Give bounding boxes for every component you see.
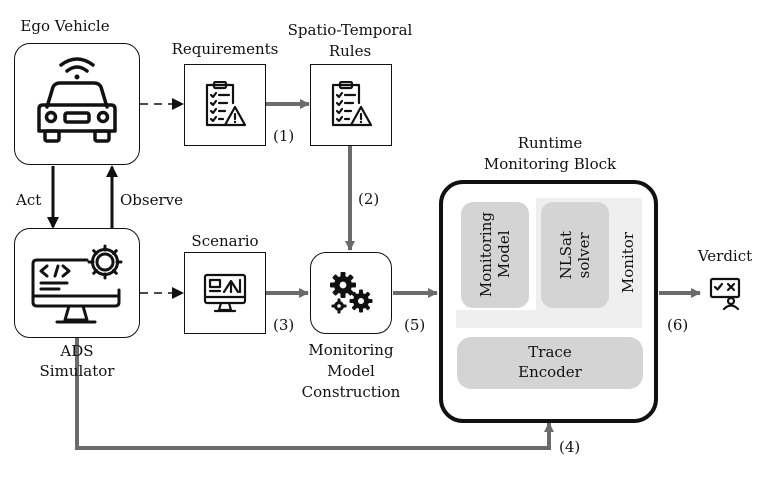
checklist-warning-icon [331,81,373,127]
step-2-label: (2) [358,190,380,208]
construction-label-3: Construction [301,383,401,401]
monitoring-model-box: Monitoring Model [461,202,529,308]
observe-label: Observe [120,191,183,209]
car-icon [37,57,117,143]
verdict-title: Verdict [697,247,753,265]
rules-title-1: Spatio-Temporal [287,21,413,39]
nlsat-solver-text: NLSat solver [557,231,593,279]
trace-encoder-line-2: Encoder [518,363,582,381]
construction-label-2: Model [327,362,375,380]
trace-encoder-line-1: Trace [528,343,572,361]
act-label: Act [16,191,42,209]
step-1-label: (1) [273,127,295,145]
monitoring-model-text: Monitoring Model [477,212,513,297]
nlsat-line-1: NLSat [557,230,575,280]
ads-simulator-label-2: Simulator [39,362,115,380]
nlsat-line-2: solver [575,231,593,279]
monitor-icon [203,273,247,313]
nlsat-solver-box: NLSat solver [541,202,609,308]
monitoring-model-line-2: Model [495,231,513,279]
rules-node [310,64,392,146]
step-6-label: (6) [667,316,689,334]
requirements-node [184,64,266,146]
runtime-title-2: Monitoring Block [483,155,617,173]
ads-simulator-label-1: ADS [60,342,94,360]
scenario-title: Scenario [191,232,259,250]
ego-vehicle-node [14,43,140,165]
monitor-label-wrap: Monitor [615,198,641,328]
scenario-node [184,252,266,334]
step-3-label: (3) [273,316,295,334]
verdict-icon [709,277,741,310]
computer-gear-icon [31,244,123,324]
step-4-label: (4) [559,438,581,456]
construction-node [310,252,392,334]
ego-vehicle-title: Ego Vehicle [20,17,110,35]
construction-label-1: Monitoring [308,341,394,359]
step-5-label: (5) [404,316,426,334]
checklist-warning-icon [205,81,247,127]
monitor-label: Monitor [619,232,637,294]
ads-simulator-node [14,228,140,338]
rules-title-2: Rules [328,42,372,60]
trace-encoder-box: Trace Encoder [457,337,643,389]
gears-icon [330,272,373,314]
runtime-monitoring-block: Monitoring Model NLSat solver Monitor Tr… [439,180,658,423]
arrow-4 [75,338,554,450]
requirements-title: Requirements [171,40,279,58]
monitoring-model-line-1: Monitoring [477,212,495,298]
runtime-title-1: Runtime [517,134,583,152]
